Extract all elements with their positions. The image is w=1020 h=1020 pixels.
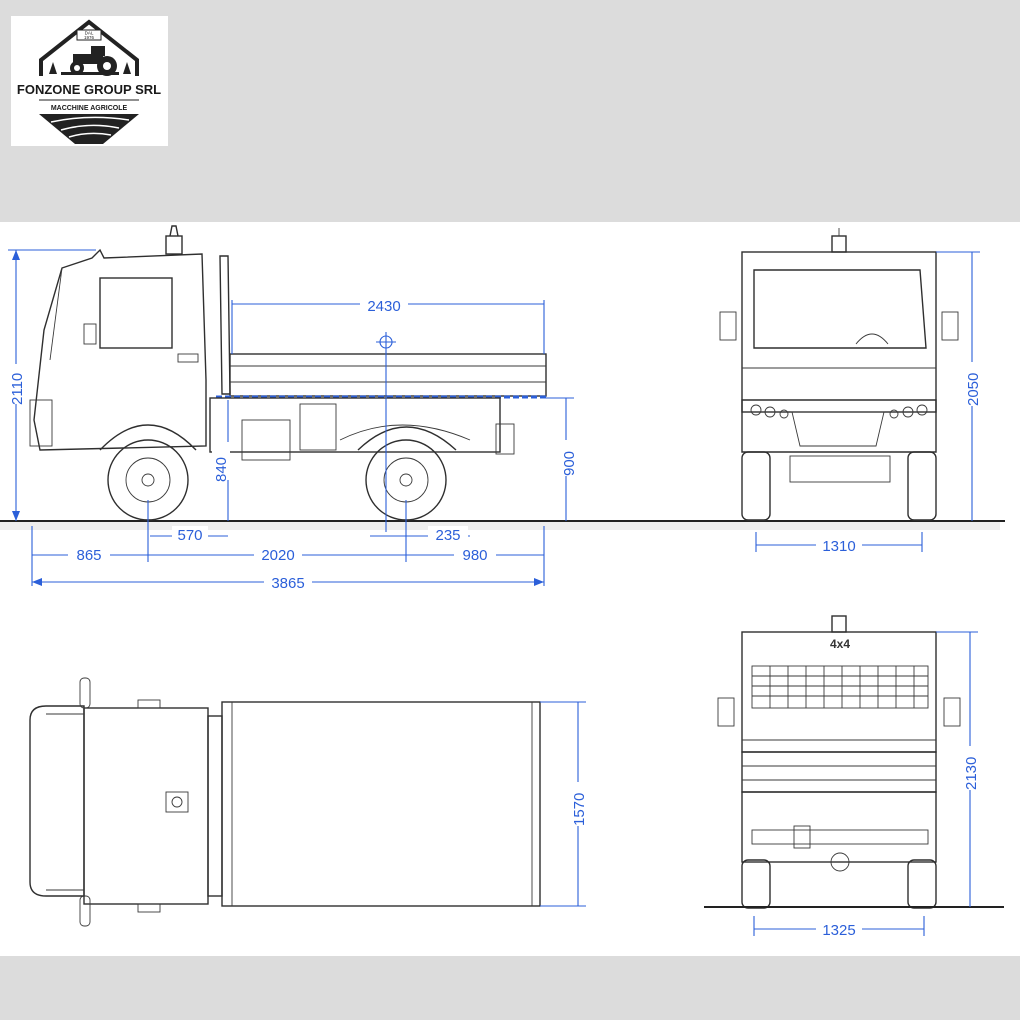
brand-tagline: MACCHINE AGRICOLE (51, 105, 128, 112)
company-logo: DAL 1976 FONZONE GROUP SRL MACCHINE AGRI… (11, 16, 168, 146)
bottom-background-band (0, 956, 1020, 1020)
dim-rear-height: 2130 (963, 757, 980, 790)
dim-front-overhang: 865 (76, 547, 101, 564)
rear-badge: 4x4 (830, 637, 850, 651)
rear-grille (752, 666, 928, 708)
dim-axle-offset-rear: 235 (435, 527, 460, 544)
dim-bed-length: 2430 (367, 298, 400, 315)
front-view: 2050 1310 (719, 228, 982, 555)
dim-front-track: 1310 (822, 538, 855, 555)
svg-text:DAL: DAL (85, 31, 94, 36)
tractor-icon (61, 46, 119, 76)
dim-bed-height: 900 (561, 451, 578, 476)
drawing-sheet (0, 222, 1020, 956)
top-background-band (0, 0, 1020, 222)
dim-rear-track: 1325 (822, 922, 855, 939)
svg-text:1976: 1976 (84, 35, 95, 40)
dim-axle-offset-front: 570 (177, 527, 202, 544)
dim-overall-length: 3865 (271, 575, 304, 592)
logo-graphic: DAL 1976 FONZONE GROUP SRL MACCHINE AGRI… (17, 19, 161, 144)
dim-front-height: 2050 (965, 373, 982, 406)
rear-view: 4x4 213 (704, 615, 1004, 939)
dim-bed-width: 1570 (571, 793, 588, 826)
dim-bed-height-low: 840 (213, 457, 230, 482)
top-view: 1570 (29, 677, 588, 927)
brand-name: FONZONE GROUP SRL (17, 82, 161, 97)
dim-overall-height: 2110 (9, 373, 26, 405)
dim-rear-overhang: 980 (462, 547, 487, 564)
side-view: 2110 2430 840 900 570 235 865 2020 (0, 225, 1005, 592)
dim-wheelbase: 2020 (261, 547, 294, 564)
